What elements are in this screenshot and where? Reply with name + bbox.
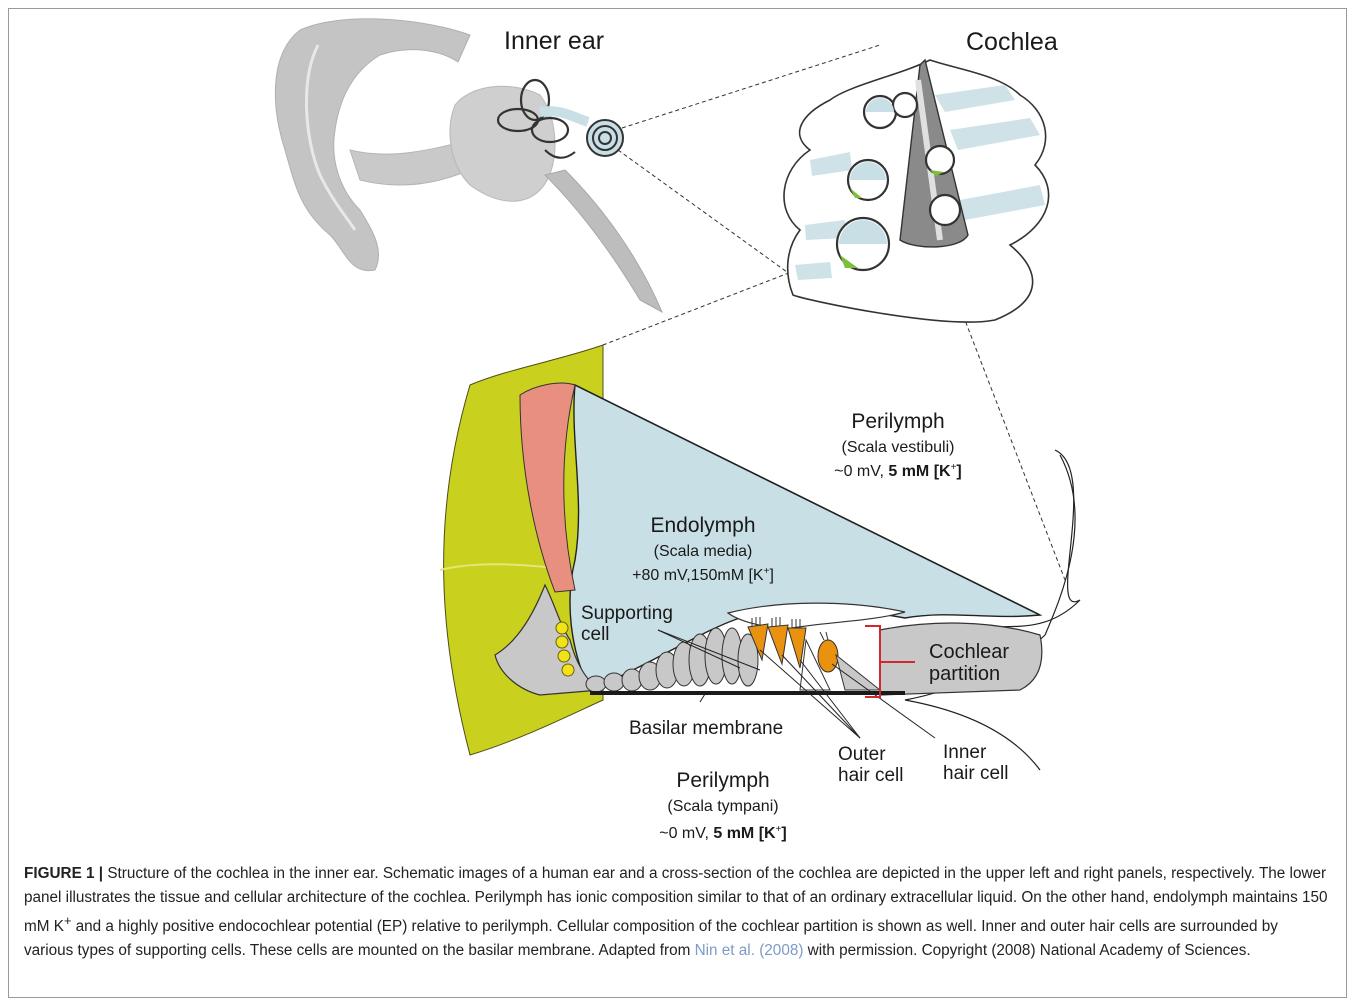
endolymph-value: +80 mV,150mM [K+] bbox=[632, 566, 774, 584]
perilymph-tympani-sub: (Scala tympani) bbox=[667, 798, 778, 815]
perilymph-tympani-value-end: ] bbox=[781, 825, 786, 842]
cochlea-figure: Inner ear Cochlea bbox=[0, 0, 1355, 860]
perilymph-tympani-value-prefix: ~0 mV, bbox=[659, 825, 713, 842]
endolymph-sub: (Scala media) bbox=[654, 543, 753, 560]
outer-hair-cell-label-2: hair cell bbox=[838, 765, 903, 786]
cochlea-title: Cochlea bbox=[966, 28, 1058, 56]
cochlear-partition-label-2: partition bbox=[929, 663, 1000, 685]
perilymph-vestibuli-sub: (Scala vestibuli) bbox=[842, 439, 955, 456]
supporting-cell-label-1: Supporting bbox=[581, 603, 673, 624]
cochlear-partition-label-1: Cochlear bbox=[929, 641, 1009, 663]
perilymph-tympani-value: ~0 mV, 5 mM [K+] bbox=[659, 824, 787, 842]
perilymph-vestibuli-value-prefix: ~0 mV, bbox=[834, 463, 888, 480]
perilymph-vestibuli-value-bold: 5 mM [K bbox=[888, 463, 951, 480]
ear-illustration bbox=[275, 19, 662, 312]
outer-hair-cell-label-1: Outer bbox=[838, 744, 886, 765]
inner-hair-cell-label-2: hair cell bbox=[943, 763, 1008, 784]
inner-ear-title: Inner ear bbox=[504, 27, 604, 55]
endolymph-value-end: ] bbox=[769, 567, 773, 584]
endolymph-title: Endolymph bbox=[650, 514, 755, 537]
perilymph-vestibuli-title: Perilymph bbox=[851, 410, 944, 433]
supporting-cell-label-2: cell bbox=[581, 624, 610, 645]
caption-text-after: with permission. Copyright (2008) Nation… bbox=[803, 942, 1250, 959]
perilymph-tympani-value-bold: 5 mM [K bbox=[713, 825, 776, 842]
perilymph-vestibuli-value-end: ] bbox=[956, 463, 961, 480]
figure-caption: FIGURE 1 | Structure of the cochlea in t… bbox=[24, 862, 1329, 962]
cochlea-cross-section bbox=[784, 60, 1049, 322]
perilymph-tympani-title: Perilymph bbox=[676, 769, 769, 792]
citation-link[interactable]: Nin et al. (2008) bbox=[695, 942, 804, 959]
endolymph-value-prefix: +80 mV,150mM [K bbox=[632, 567, 764, 584]
figure-label: FIGURE 1 | bbox=[24, 865, 103, 882]
basilar-membrane-label: Basilar membrane bbox=[629, 718, 783, 739]
inner-hair-cell-shape bbox=[818, 640, 838, 672]
perilymph-vestibuli-value: ~0 mV, 5 mM [K+] bbox=[834, 462, 962, 480]
organ-of-corti-diagram bbox=[440, 345, 1080, 770]
inner-hair-cell-label-1: Inner bbox=[943, 742, 987, 763]
